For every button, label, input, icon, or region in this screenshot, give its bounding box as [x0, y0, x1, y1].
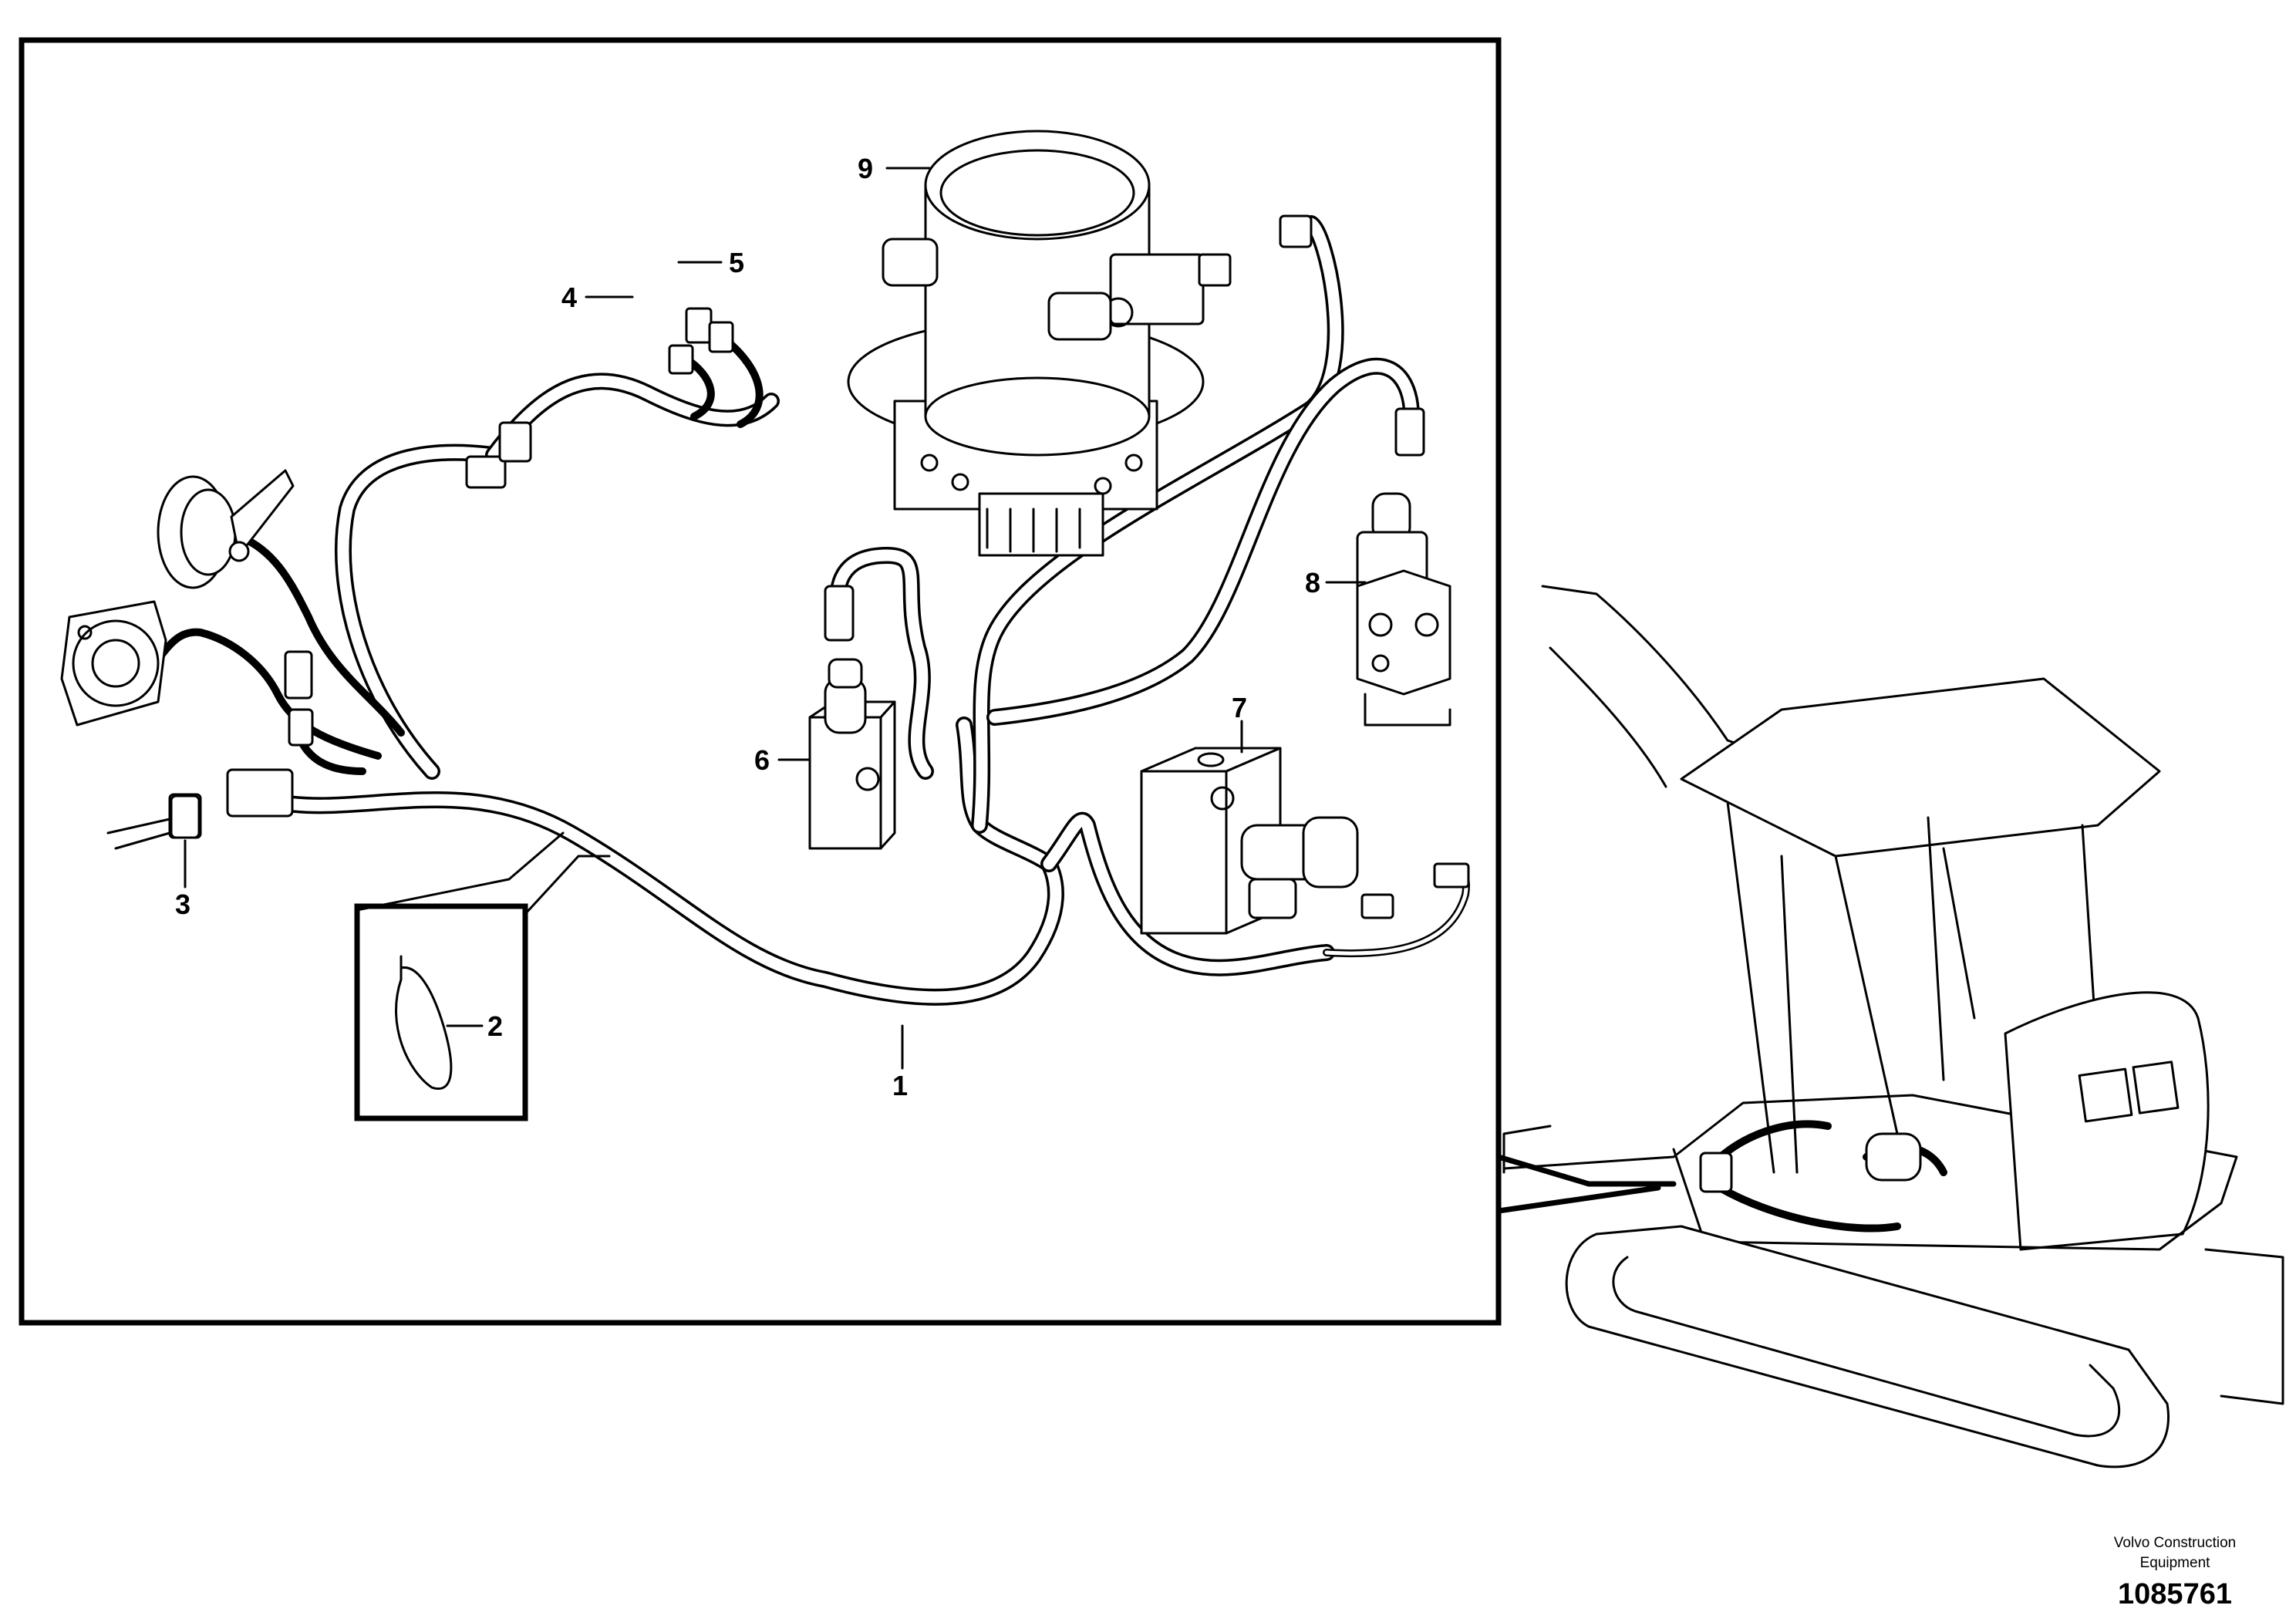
swing-motor-9: [847, 130, 1232, 557]
callout-1: 1: [892, 1024, 908, 1101]
svg-text:5: 5: [729, 247, 744, 278]
callout-3: 3: [175, 839, 190, 920]
svg-text:9: 9: [858, 153, 873, 184]
svg-text:6: 6: [754, 744, 770, 776]
svg-text:7: 7: [1232, 692, 1247, 723]
callout-7: 7: [1232, 692, 1247, 754]
callout-8: 8: [1305, 567, 1367, 599]
cable-tie-detail: [354, 831, 611, 1121]
callout-9: 9: [858, 153, 931, 184]
excavator-overview: [1495, 585, 2284, 1469]
callout-5: 5: [677, 247, 744, 278]
sensor-component: [60, 600, 167, 727]
valve-8: [1356, 492, 1451, 727]
callout-6: 6: [754, 744, 811, 776]
svg-text:8: 8: [1305, 567, 1320, 599]
brand-line-1: Volvo Construction: [2113, 1535, 2237, 1551]
svg-text:1: 1: [892, 1070, 908, 1101]
harness-connectors: [106, 214, 1470, 919]
horn-component: [157, 469, 295, 589]
solenoid-valve-6: [808, 658, 896, 850]
document-number: 1085761: [2118, 1578, 2232, 1610]
callout-2: 2: [446, 1010, 503, 1042]
brand-label: Volvo Construction Equipment: [2082, 1533, 2267, 1573]
svg-text:3: 3: [175, 889, 190, 920]
brand-line-2: Equipment: [2139, 1555, 2210, 1571]
detail-frame: [19, 37, 1502, 1326]
valve-block-7: [1140, 747, 1359, 935]
svg-text:2: 2: [487, 1010, 503, 1042]
svg-text:4: 4: [561, 282, 577, 313]
callout-4: 4: [561, 282, 634, 313]
